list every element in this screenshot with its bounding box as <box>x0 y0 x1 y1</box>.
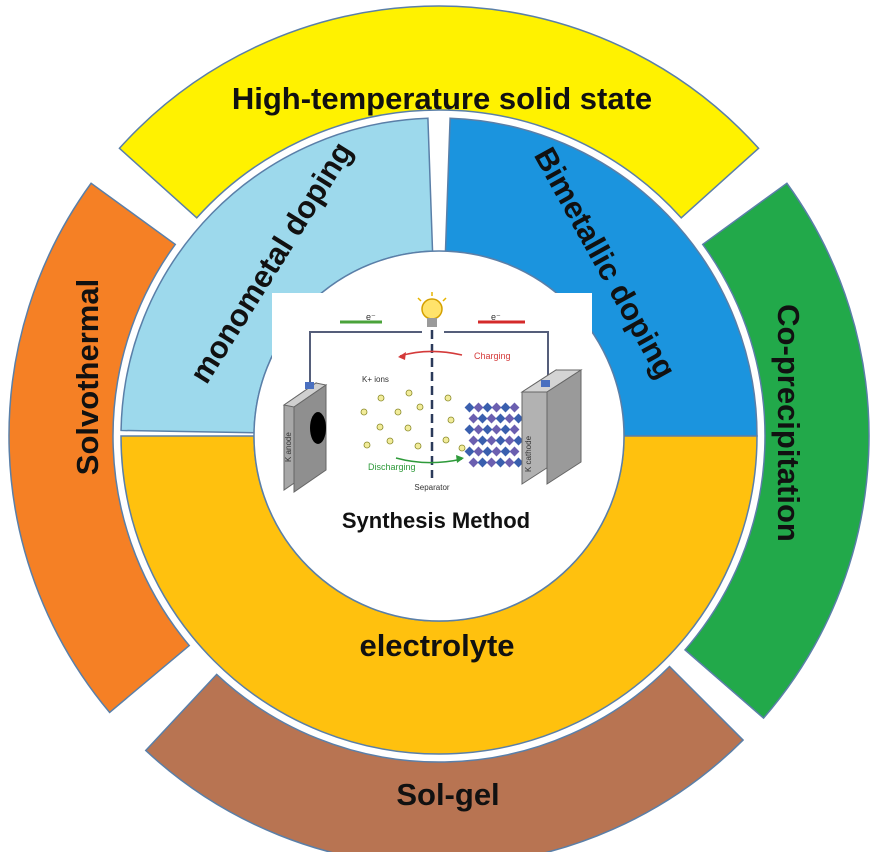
lightbulb-icon <box>417 292 447 327</box>
k-ions <box>360 389 466 452</box>
battery-schematic: e⁻ e⁻ Separator Charging Discharging K+ … <box>272 292 592 493</box>
cathode-slab <box>520 369 583 485</box>
k-ion <box>405 389 413 397</box>
electrolyte-label: electrolyte <box>359 628 514 663</box>
k-ion <box>376 423 384 431</box>
outer-segment-co-precipitation <box>683 182 870 720</box>
outer-segment-solvothermal <box>8 182 191 714</box>
lattice-cell <box>464 402 475 413</box>
co-precipitation-label: Co-precipitation <box>771 304 806 542</box>
lattice-cell <box>464 446 475 457</box>
outer-segment-sol-gel <box>144 665 745 852</box>
electron-label-right: e⁻ <box>491 312 501 322</box>
lattice-cell <box>513 457 524 468</box>
k-ion <box>442 436 450 444</box>
center-label: Synthesis Method <box>342 508 530 533</box>
sol-gel-label: Sol-gel <box>396 777 499 812</box>
anode-slab <box>282 382 328 493</box>
anode-label: K anode <box>284 432 293 462</box>
lattice-cell <box>473 402 484 413</box>
lattice-cell <box>504 457 515 468</box>
lattice-cell <box>513 413 524 424</box>
k-ion <box>386 437 394 445</box>
lattice-cell <box>477 413 488 424</box>
k-ion <box>444 394 452 402</box>
solvothermal-label: Solvothermal <box>70 279 105 475</box>
cathode-crystal-lattice <box>464 402 524 468</box>
cathode-label: K cathode <box>524 435 533 472</box>
lattice-cell <box>513 435 524 446</box>
lattice-cell <box>486 435 497 446</box>
k-ion <box>414 442 422 450</box>
k-ion <box>447 416 455 424</box>
lattice-cell <box>504 435 515 446</box>
lattice-cell <box>468 435 479 446</box>
k-ion <box>360 408 368 416</box>
lattice-cell <box>504 413 515 424</box>
lattice-cell <box>482 446 493 457</box>
separator-label: Separator <box>414 483 449 492</box>
lattice-cell <box>482 424 493 435</box>
high-temperature-label: High-temperature solid state <box>232 81 652 116</box>
lattice-cell <box>491 424 502 435</box>
lattice-cell <box>495 435 506 446</box>
lattice-cell <box>509 402 520 413</box>
lattice-cell <box>491 446 502 457</box>
discharging-label: Discharging <box>368 462 416 472</box>
lattice-cell <box>500 424 511 435</box>
lattice-cell <box>468 413 479 424</box>
lattice-cell <box>468 457 479 468</box>
lattice-cell <box>500 402 511 413</box>
k-ion <box>394 408 402 416</box>
lattice-cell <box>486 457 497 468</box>
ions-label: K+ ions <box>362 375 389 384</box>
lattice-cell <box>477 435 488 446</box>
outer-segment-high-temperature <box>118 5 760 219</box>
lattice-cell <box>482 402 493 413</box>
lattice-cell <box>477 457 488 468</box>
k-ion <box>458 444 466 452</box>
k-ion <box>416 403 424 411</box>
k-ion <box>377 394 385 402</box>
electron-label-left: e⁻ <box>366 312 376 322</box>
lattice-cell <box>509 424 520 435</box>
k-ion <box>363 441 371 449</box>
charging-label: Charging <box>474 351 511 361</box>
lattice-cell <box>473 424 484 435</box>
lattice-cell <box>491 402 502 413</box>
lattice-cell <box>495 413 506 424</box>
k-ion <box>404 424 412 432</box>
lattice-cell <box>473 446 484 457</box>
lattice-cell <box>495 457 506 468</box>
lattice-cell <box>500 446 511 457</box>
circuit-wire <box>309 331 549 382</box>
discharging-arrow <box>395 457 463 464</box>
lattice-cell <box>486 413 497 424</box>
lattice-cell <box>509 446 520 457</box>
lattice-cell <box>464 424 475 435</box>
